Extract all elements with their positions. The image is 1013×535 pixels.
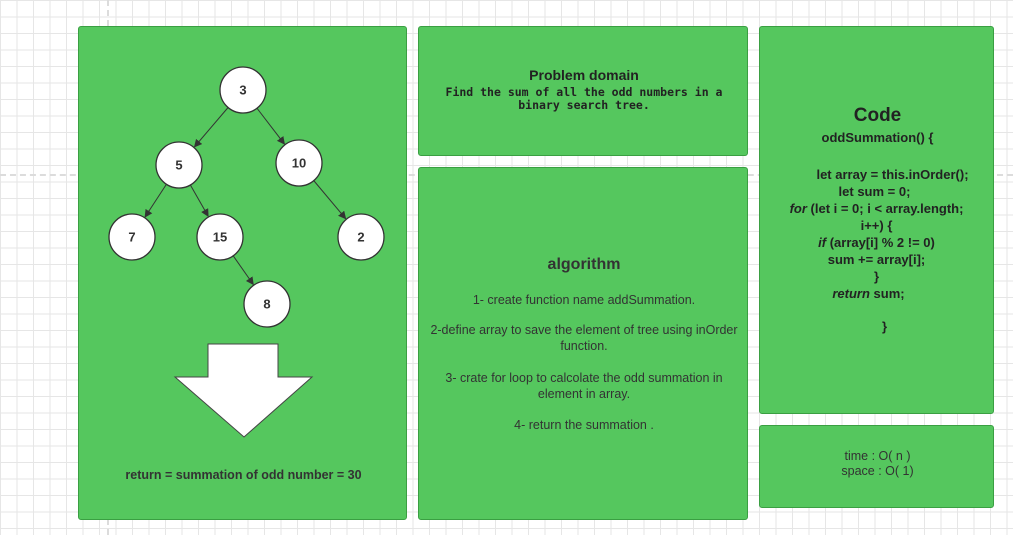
algorithm-step: 2-define array to save the element of tr… [430, 323, 738, 353]
code-signature: oddSummation() { [821, 130, 934, 145]
code-line-array: let array = this.inOrder(); [816, 167, 969, 182]
tree-edge-arrow [193, 107, 229, 148]
tree-node-label: 7 [128, 230, 135, 245]
tree-node[interactable]: 3 [219, 66, 267, 114]
code-for-rest: (let i = 0; i < array.length; [806, 201, 964, 216]
tree-node-circle [243, 280, 291, 328]
algorithm-step: 4- return the summation . [514, 418, 654, 432]
tree-node[interactable]: 15 [196, 213, 244, 261]
tree-node-label: 5 [175, 158, 182, 173]
down-arrow-icon [173, 343, 314, 438]
tree-result-text: return = summation of odd number = 30 [125, 468, 362, 482]
problem-description: Find the sum of all the odd numbers in a… [445, 85, 723, 112]
algorithm-title: algorithm [547, 256, 621, 273]
code-keyword-for: for [789, 201, 807, 216]
complexity-panel[interactable]: time : O( n ) space : O( 1) [759, 425, 994, 508]
code-line-increment: i++) { [860, 218, 893, 233]
tree-node-circle [155, 141, 203, 189]
code-panel[interactable]: Code oddSummation() { let array = this.i… [759, 26, 994, 414]
tree-node-label: 2 [357, 230, 364, 245]
tree-node-circle [108, 213, 156, 261]
tree-node[interactable]: 2 [337, 213, 385, 261]
code-line-return: return sum; [736, 285, 1001, 302]
tree-edge-arrow [256, 107, 286, 145]
tree-edge-arrow [232, 255, 254, 286]
code-return-rest: sum; [869, 286, 905, 301]
code-brace-inner: } [873, 269, 880, 284]
problem-title: Problem domain [529, 67, 639, 83]
algorithm-step: 3- crate for loop to calcolate the odd s… [445, 371, 723, 401]
tree-node-circle [275, 139, 323, 187]
code-keyword-if: if [818, 235, 827, 250]
tree-node[interactable]: 7 [108, 213, 156, 261]
code-line-if: if (array[i] % 2 != 0) [744, 234, 1009, 251]
tree-panel[interactable]: 3 5 10 7 15 2 8 return = summation of odd numb… [78, 26, 407, 520]
code-keyword-return: return [832, 286, 870, 301]
tree-node-label: 10 [292, 156, 306, 171]
algorithm-panel[interactable]: algorithm 1- create function name addSum… [418, 167, 748, 520]
tree-edge-arrow [144, 183, 167, 218]
tree-node-circle [337, 213, 385, 261]
binary-tree-diagram: 3 5 10 7 15 2 8 [108, 66, 385, 438]
code-line-add: sum += array[i]; [827, 252, 926, 267]
problem-domain-panel[interactable]: Problem domain Find the sum of all the o… [418, 26, 748, 156]
tree-edge-arrow [313, 180, 347, 220]
code-line-for: for (let i = 0; i < array.length; [744, 200, 1009, 217]
space-complexity: space : O( 1) [841, 464, 914, 478]
code-line-sum: let sum = 0; [838, 184, 911, 199]
code-title: Code [853, 105, 902, 126]
code-brace-outer: } [881, 319, 888, 334]
code-if-rest: (array[i] % 2 != 0) [826, 235, 935, 250]
tree-node-label: 3 [239, 83, 246, 98]
tree-edge-arrow [189, 184, 209, 218]
algorithm-step: 1- create function name addSummation. [472, 293, 696, 307]
tree-node[interactable]: 8 [243, 280, 291, 328]
tree-node[interactable]: 10 [275, 139, 323, 187]
tree-node-label: 8 [263, 297, 270, 312]
tree-node-circle [219, 66, 267, 114]
tree-node-circle [196, 213, 244, 261]
time-complexity: time : O( n ) [844, 449, 911, 463]
tree-node-label: 15 [213, 230, 227, 245]
tree-node[interactable]: 5 [155, 141, 203, 189]
